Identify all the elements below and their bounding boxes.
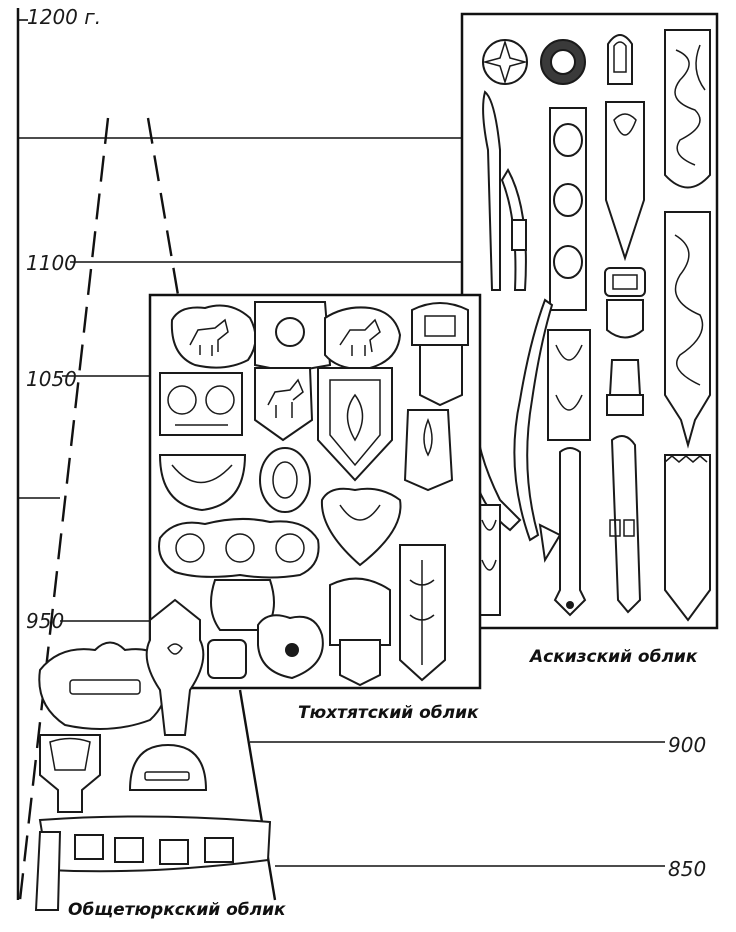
tyukhtyat-bottom-buckle (329, 577, 391, 646)
common-turkic-strap-end (34, 831, 62, 911)
dashed-line-right (146, 117, 180, 296)
tyukhtyat-deer-plaque (254, 367, 314, 442)
year-label-900: 900 (668, 733, 706, 757)
year-label-950: 950 (26, 609, 64, 633)
tyukhtyat-beetle-plaque (259, 447, 311, 513)
tyukhtyat-label: Тюхтятский облик (298, 703, 479, 723)
askiz-scroll-plate-1 (664, 29, 711, 189)
common-turkic-group: Общетюркский облик (34, 598, 286, 920)
askiz-strap-end-2 (553, 447, 587, 617)
common-turkic-arched-plaque (128, 743, 208, 791)
tyukhtyat-animal-plaque-1 (170, 304, 257, 369)
askiz-tongue-plate (664, 454, 711, 622)
askiz-rosette-2-center (550, 49, 576, 75)
askiz-small-buckle (604, 267, 646, 297)
askiz-scroll-plate-2 (664, 211, 711, 449)
year-label-1200: 1200 г. (27, 5, 101, 29)
tyukhtyat-small-plaque (207, 639, 247, 679)
timeline: 1200 г. 1100 1050 950 900 850 (16, 5, 706, 900)
common-turkic-label: Общетюркский облик (68, 900, 286, 920)
tyukhtyat-shield-plaque (317, 367, 393, 482)
tyukhtyat-panel: Тюхтятский облик (148, 293, 482, 723)
askiz-lyre-strap (547, 329, 591, 441)
askiz-plaque-small (608, 359, 642, 396)
common-turkic-buckle (39, 734, 101, 813)
solid-line-common (238, 689, 277, 901)
year-label-850: 850 (668, 857, 706, 881)
askiz-dagger (482, 90, 501, 291)
askiz-strap-end-3 (610, 435, 642, 614)
tyukhtyat-openwork-plate (158, 517, 320, 579)
askiz-strap-end-1 (605, 101, 645, 262)
dashed-line-left (18, 117, 110, 901)
development-lines (18, 117, 277, 901)
common-turkic-heart-pendant (145, 598, 205, 736)
askiz-label: Аскизский облик (528, 647, 698, 667)
askiz-rosette-1-star (482, 39, 528, 85)
askiz-rosette-1 (482, 39, 528, 85)
year-label-1100: 1100 (26, 251, 77, 275)
tyukhtyat-buckle (411, 302, 469, 346)
askiz-openwork-plaque (477, 504, 501, 616)
tyukhtyat-animal-plaque-2 (324, 306, 402, 370)
tyukhtyat-vertical-plaque (403, 409, 454, 492)
year-label-1050: 1050 (26, 367, 77, 391)
askiz-sabre (513, 298, 554, 542)
askiz-panel: Аскизский облик (460, 12, 719, 667)
